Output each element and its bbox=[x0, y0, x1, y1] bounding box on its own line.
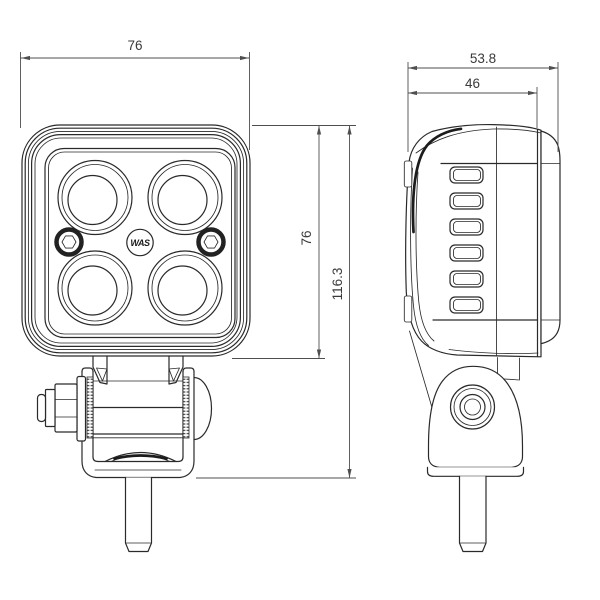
rear-cover bbox=[540, 130, 561, 345]
mounting-stud bbox=[124, 476, 153, 553]
lens-face bbox=[44, 147, 236, 339]
brand-logo-text: WAS bbox=[130, 238, 150, 248]
lens-profile-line bbox=[410, 167, 429, 346]
mounting-tab bbox=[168, 355, 184, 385]
dimension-height: 76 bbox=[299, 125, 322, 359]
led-lens bbox=[147, 159, 223, 236]
u-bracket bbox=[81, 367, 195, 479]
screw bbox=[54, 227, 84, 257]
heatsink-fin bbox=[449, 244, 484, 262]
dimension-depth-total: 53.8 bbox=[408, 51, 558, 71]
dimension-depth-body: 46 bbox=[408, 76, 537, 96]
lens-profile-line bbox=[415, 171, 435, 342]
front-view: WAS bbox=[21, 124, 251, 553]
brand-logo: WAS bbox=[126, 228, 154, 257]
dimension-width: 76 bbox=[20, 38, 250, 61]
side-body bbox=[405, 123, 542, 358]
led-lens bbox=[147, 250, 223, 326]
bezel-clip bbox=[403, 160, 413, 188]
pivot-bolt bbox=[36, 375, 87, 442]
bracket-arch bbox=[104, 452, 177, 463]
heatsink-fin bbox=[449, 296, 484, 314]
screw bbox=[196, 227, 226, 257]
dimension-annotations: 76 53.8 46 76 116.3 bbox=[20, 38, 559, 479]
heatsink-fin bbox=[449, 270, 484, 288]
dimension-total-height-label: 116.3 bbox=[330, 268, 345, 301]
led-lens bbox=[57, 159, 133, 236]
heatsink-fins bbox=[449, 166, 484, 314]
dome-nut bbox=[193, 376, 213, 441]
side-body-top-line bbox=[415, 128, 542, 154]
dimension-depth-total-label: 53.8 bbox=[470, 51, 496, 66]
pivot-barrel bbox=[92, 380, 184, 439]
side-view bbox=[403, 123, 561, 553]
dimension-depth-body-label: 46 bbox=[465, 76, 480, 91]
heatsink-fin bbox=[449, 166, 484, 184]
dimension-height-label: 76 bbox=[299, 230, 314, 245]
heatsink-fin bbox=[449, 218, 484, 236]
mounting-stud-side bbox=[458, 475, 487, 553]
bezel-clip bbox=[403, 295, 413, 323]
bracket-side bbox=[426, 365, 525, 477]
mounting-tab bbox=[92, 355, 108, 385]
dimension-width-label: 76 bbox=[127, 38, 142, 53]
pivot-bolt-head bbox=[449, 384, 496, 430]
heatsink-fin bbox=[449, 192, 484, 210]
lens-bezel-edge bbox=[411, 127, 463, 234]
led-lens bbox=[57, 250, 133, 326]
dimension-total-height: 116.3 bbox=[330, 125, 352, 478]
body-bottom-line bbox=[448, 349, 539, 355]
